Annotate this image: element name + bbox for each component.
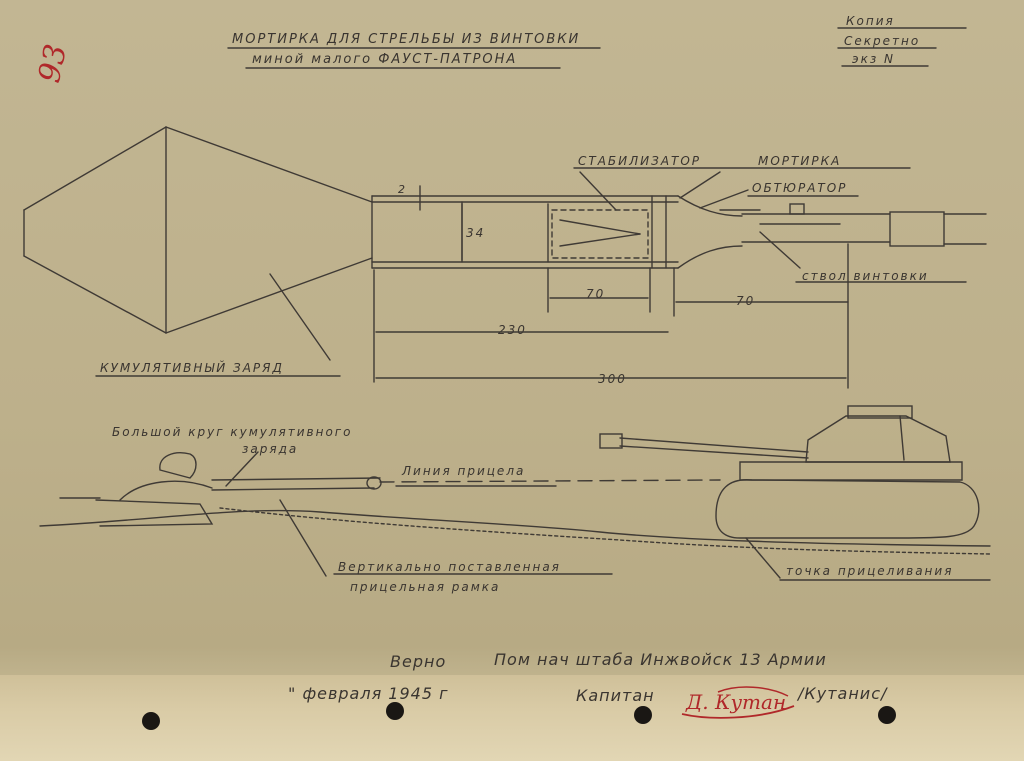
cumulative-charge-cone xyxy=(23,126,373,334)
label-vertical-sight-line1: Вертикально поставленная xyxy=(338,560,561,574)
footer-position: Пом нач штаба Инжвойск 13 Армии xyxy=(494,650,827,669)
label-large-circle-line1: Большой круг кумулятивного xyxy=(112,425,353,439)
punch-hole xyxy=(386,702,404,720)
soldier-with-rifle xyxy=(59,452,382,527)
document-title-line2: миной малого ФАУСТ-ПАТРОНА xyxy=(252,52,518,67)
label-vertical-sight-line2: прицельная рамка xyxy=(350,580,501,594)
dim-mortar-length: 70 xyxy=(736,294,756,308)
label-rifle-barrel: ствол винтовки xyxy=(802,269,929,283)
dim-wall: 2 xyxy=(398,183,407,196)
label-aim-point: точка прицеливания xyxy=(786,564,954,578)
tank-drawing xyxy=(599,405,980,539)
rifle-barrel xyxy=(719,203,987,247)
label-obturator: ОБТЮРАТОР xyxy=(752,181,848,195)
footer-name: /Кутанис/ xyxy=(798,684,888,703)
label-mortar: МОРТИРКА xyxy=(758,154,842,168)
red-signature: Д. Кутан xyxy=(686,690,787,714)
label-large-circle-line2: заряда xyxy=(242,442,299,456)
punch-hole xyxy=(634,706,652,724)
punch-hole xyxy=(878,706,896,724)
label-sight-line: Линия прицела xyxy=(402,464,526,478)
footer-rank: Капитан xyxy=(576,686,655,705)
stamp-exemplar: экз N xyxy=(852,52,896,66)
label-stabilizer: СТАБИЛИЗАТОР xyxy=(578,154,702,168)
mortar-body xyxy=(371,195,679,269)
signature-underline xyxy=(681,686,795,719)
punch-hole xyxy=(142,712,160,730)
dim-diameter: 34 xyxy=(466,226,486,240)
stamp-secret: Секретно xyxy=(844,34,921,48)
terrain-line xyxy=(39,509,991,547)
document-title-line1: МОРТИРКА ДЛЯ СТРЕЛЬБЫ ИЗ ВИНТОВКИ xyxy=(232,32,581,47)
footer-verno: Верно xyxy=(390,652,447,671)
label-cumulative-charge: КУМУЛЯТИВНЫЙ ЗАРЯД xyxy=(100,361,284,375)
stamp-copy: Копия xyxy=(846,14,895,28)
worn-bottom-strip xyxy=(0,675,1024,761)
dim-length-300: 300 xyxy=(598,372,627,386)
dim-length-230: 230 xyxy=(498,323,527,337)
footer-date: " февраля 1945 г xyxy=(288,684,449,703)
